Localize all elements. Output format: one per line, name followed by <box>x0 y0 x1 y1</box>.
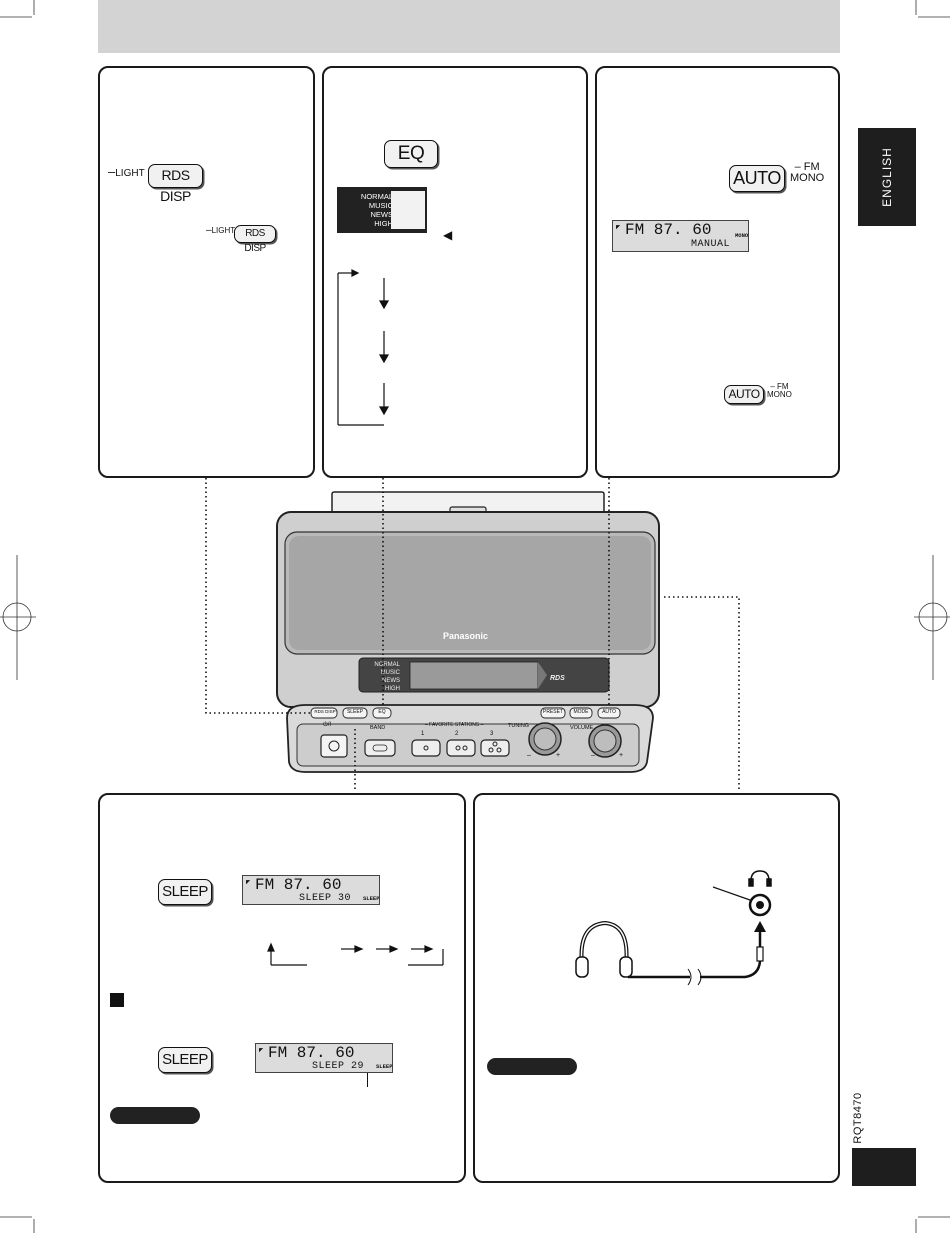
sleep-cycle-diagram <box>267 942 444 966</box>
device-rds-disp-button[interactable]: RDS DISP <box>314 709 336 714</box>
eq-scale-high: HIGH <box>374 219 393 228</box>
headphones-illustration <box>575 870 772 986</box>
note-badge-headphones <box>487 1058 577 1075</box>
sleep-button-icon: SLEEP <box>158 879 212 905</box>
device-fav-number-3: 3 <box>490 731 494 737</box>
rds-disp-button-icon: RDS DISP <box>148 164 203 204</box>
lcd-manual-display: ◤ FM 87. 60 MANUAL MONO <box>612 220 749 252</box>
panel-fm-mode: AUTO – FM MONO ◤ FM 87. 60 MANUAL MONO A… <box>595 66 840 478</box>
language-tab: ENGLISH <box>858 128 916 226</box>
panel-headphones <box>473 793 840 1183</box>
device-eq-button[interactable]: EQ <box>378 709 386 715</box>
auto-button-icon-small: AUTO <box>724 385 764 404</box>
device-band-label: BAND <box>370 725 386 731</box>
device-preset-button[interactable]: PRESET <box>542 709 563 715</box>
device-tuning-label: TUNING <box>508 723 530 729</box>
device-sleep-button[interactable]: SLEEP <box>346 709 364 715</box>
radio-device-illustration <box>276 491 660 773</box>
sleep-button-icon-2: SLEEP <box>158 1047 212 1073</box>
device-fav-number-2: 2 <box>455 731 459 737</box>
light-prefix: –LIGHT <box>108 164 145 179</box>
brand-logo: Panasonic <box>443 631 489 641</box>
device-eq-scale: NORMAL MUSIC NEWS HIGH <box>374 662 400 692</box>
device-fav-number-1: 1 <box>421 731 425 737</box>
fm-mono-label-small: – FM MONO <box>767 382 792 399</box>
device-volume-label: VOLUME <box>570 725 594 731</box>
eq-scale-news: NEWS <box>370 210 394 219</box>
page-number-box <box>852 1148 916 1186</box>
device-mode-button[interactable]: MODE <box>573 709 589 715</box>
pointer-arrow: ◀ <box>443 228 453 242</box>
eq-button-icon: EQ <box>384 140 438 168</box>
volume-plus: + <box>619 752 624 759</box>
lcd-sleep-29: ◤ FM 87. 60 SLEEP 29 SLEEP <box>255 1043 393 1073</box>
eq-scale-music: MUSIC <box>368 201 393 210</box>
header-band <box>98 0 840 53</box>
eq-scale-normal: NORMAL <box>360 192 393 201</box>
auto-button-icon: AUTO <box>729 165 785 192</box>
eq-cycle-diagram <box>337 269 390 426</box>
light-prefix-small: –LIGHT <box>206 225 236 236</box>
tuning-minus: – <box>527 752 531 759</box>
panel-eq: EQ ◀ <box>322 66 588 478</box>
lcd-sleep-30: ◤ FM 87. 60 SLEEP 30 SLEEP <box>242 875 380 905</box>
rds-logo: RDS <box>550 675 565 682</box>
callout-line <box>367 1073 368 1087</box>
panel-rds-display: –LIGHT RDS DISP –LIGHT RDS DISP <box>98 66 315 478</box>
eq-scale-window <box>391 191 425 229</box>
eq-scale-graphic: NORMAL MUSIC NEWS HIGH <box>337 187 427 233</box>
device-power-label: ⏻/I <box>323 722 332 728</box>
stop-square-icon <box>110 993 124 1007</box>
panel-sleep-timer: SLEEP ◤ FM 87. 60 SLEEP 30 SLEEP SLEEP ◤… <box>98 793 466 1183</box>
note-badge <box>110 1107 200 1124</box>
rds-disp-button-icon-small: RDS DISP <box>234 225 276 254</box>
volume-minus: – <box>591 752 595 759</box>
device-auto-button[interactable]: AUTO <box>602 709 616 715</box>
fm-mono-label: – FM MONO <box>790 161 825 184</box>
tuning-plus: + <box>556 752 561 759</box>
device-favorite-label: – FAVORITE STATIONS – <box>425 722 484 728</box>
